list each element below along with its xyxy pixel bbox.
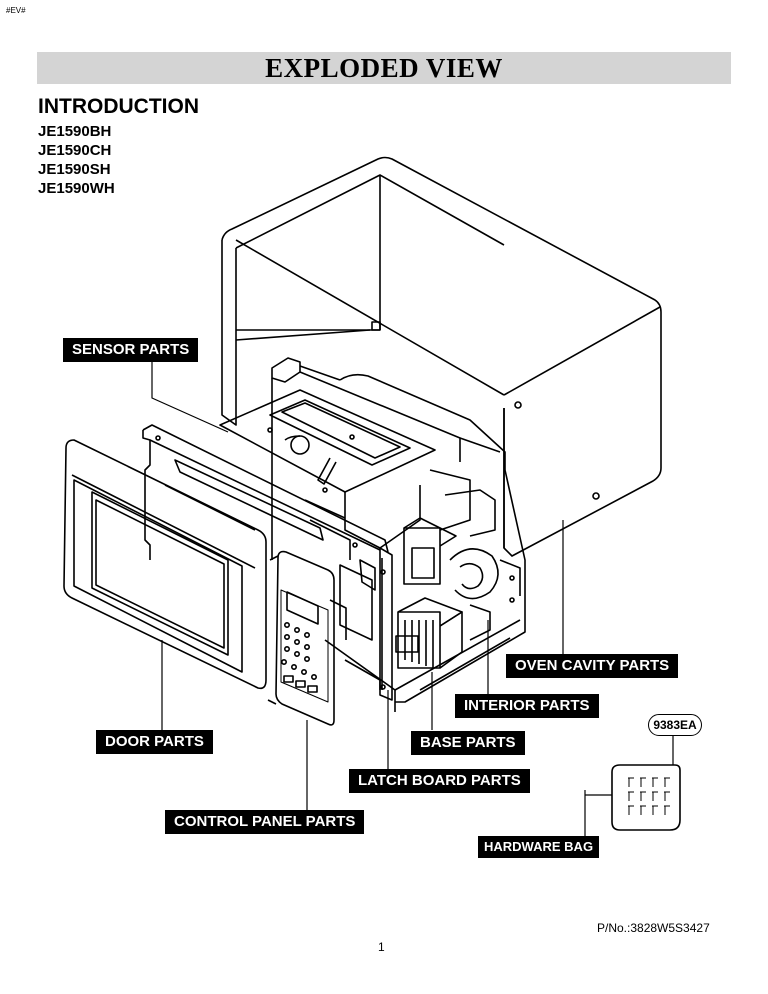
label-base-parts[interactable]: BASE PARTS xyxy=(411,731,525,755)
door xyxy=(63,439,267,690)
leader-lines xyxy=(151,362,674,838)
label-interior-parts[interactable]: INTERIOR PARTS xyxy=(455,694,599,718)
page-number: 1 xyxy=(378,940,385,954)
document-id: #EV# xyxy=(6,6,26,15)
label-control-panel-parts[interactable]: CONTROL PANEL PARTS xyxy=(165,810,365,834)
label-door-parts[interactable]: DOOR PARTS xyxy=(96,730,213,754)
title-bar: EXPLODED VIEW xyxy=(37,52,731,84)
label-sensor-parts[interactable]: SENSOR PARTS xyxy=(63,338,199,362)
model-item: JE1590CH xyxy=(38,142,112,159)
model-item: JE1590BH xyxy=(38,123,112,140)
outer-cabinet xyxy=(221,156,662,557)
model-list: JE1590BH JE1590CH JE1590SH JE1590WH xyxy=(38,122,115,198)
model-item: JE1590SH xyxy=(38,161,111,178)
hardware-bag xyxy=(611,764,681,831)
control-panel xyxy=(267,550,335,726)
model-item: JE1590WH xyxy=(38,180,115,197)
label-latch-board-parts[interactable]: LATCH BOARD PARTS xyxy=(349,769,530,793)
page-title: EXPLODED VIEW xyxy=(265,52,503,83)
label-hardware-bag[interactable]: HARDWARE BAG xyxy=(478,836,600,858)
intro-heading: INTRODUCTION xyxy=(38,95,199,118)
label-oven-cavity-parts[interactable]: OVEN CAVITY PARTS xyxy=(506,654,679,678)
hardware-code-badge: 9383EA xyxy=(648,714,702,736)
front-frame xyxy=(142,424,393,701)
part-number: P/No.:3828W5S3427 xyxy=(597,921,710,935)
